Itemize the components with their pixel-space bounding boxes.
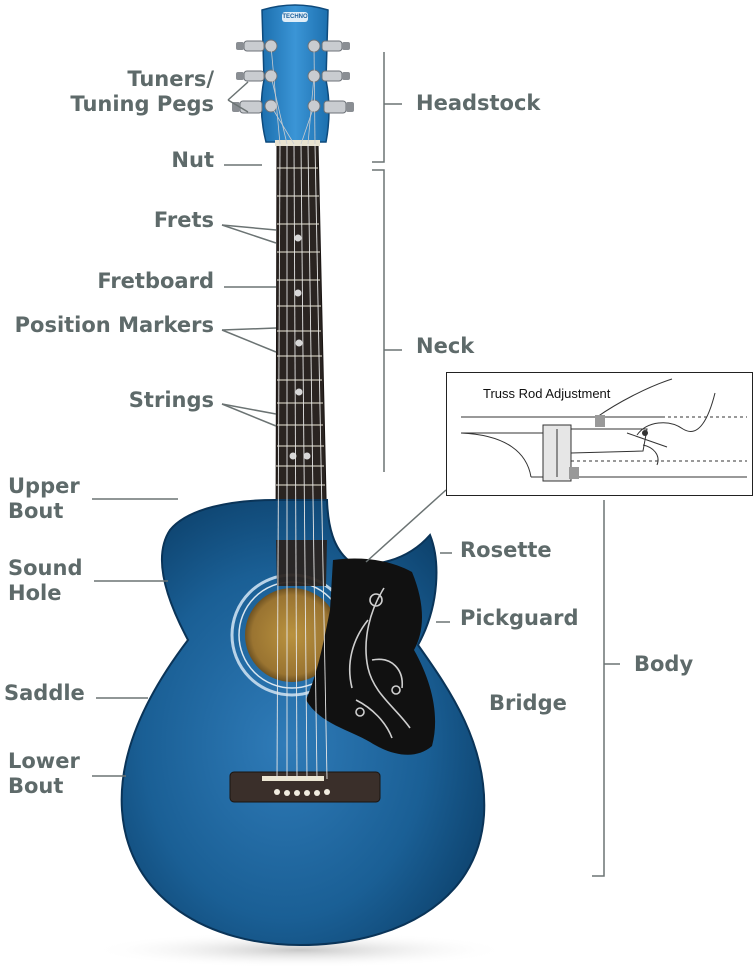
- leader-lines-left: [92, 81, 277, 777]
- label-saddle: Saddle: [4, 681, 85, 705]
- label-sound-hole-line1: Sound: [8, 556, 83, 580]
- label-nut: Nut: [171, 148, 214, 172]
- bridge-pins: [274, 789, 330, 796]
- label-tuners-line2: Tuning Pegs: [70, 92, 214, 116]
- label-sound-hole-line2: Hole: [8, 581, 62, 605]
- label-lower-bout: Lower Bout: [8, 749, 80, 799]
- truss-rod-title: Truss Rod Adjustment: [483, 386, 611, 401]
- label-position-markers: Position Markers: [14, 313, 214, 337]
- label-tuners: Tuners/ Tuning Pegs: [60, 67, 214, 117]
- label-lower-bout-line2: Bout: [8, 774, 64, 798]
- pickguard-shape: [306, 558, 436, 755]
- leader-lines-right: [365, 52, 620, 877]
- label-rosette: Rosette: [460, 538, 552, 562]
- label-fretboard: Fretboard: [97, 269, 214, 293]
- label-body: Body: [634, 652, 694, 676]
- label-neck: Neck: [416, 334, 475, 358]
- label-upper-bout-line2: Bout: [8, 499, 64, 523]
- nut-shape: [275, 140, 320, 146]
- label-headstock: Headstock: [416, 91, 541, 115]
- pickguard-inlay: [348, 587, 411, 739]
- truss-rod-inset: [446, 372, 753, 496]
- label-frets: Frets: [153, 208, 214, 232]
- strings: [276, 143, 328, 780]
- label-sound-hole: Sound Hole: [8, 556, 82, 606]
- label-tuners-line1: Tuners/: [127, 67, 214, 91]
- label-strings: Strings: [128, 388, 214, 412]
- guitar-shadow: [90, 932, 510, 968]
- label-upper-bout-line1: Upper: [8, 474, 80, 498]
- headstock-logo-plate: [282, 12, 308, 22]
- label-upper-bout: Upper Bout: [8, 474, 80, 524]
- label-bridge: Bridge: [489, 691, 567, 715]
- truss-rod-drawing: [460, 378, 747, 482]
- label-lower-bout-line1: Lower: [8, 749, 80, 773]
- saddle-shape: [262, 776, 324, 781]
- headstock-logo: TECHNO: [282, 14, 308, 20]
- label-pickguard: Pickguard: [460, 606, 579, 630]
